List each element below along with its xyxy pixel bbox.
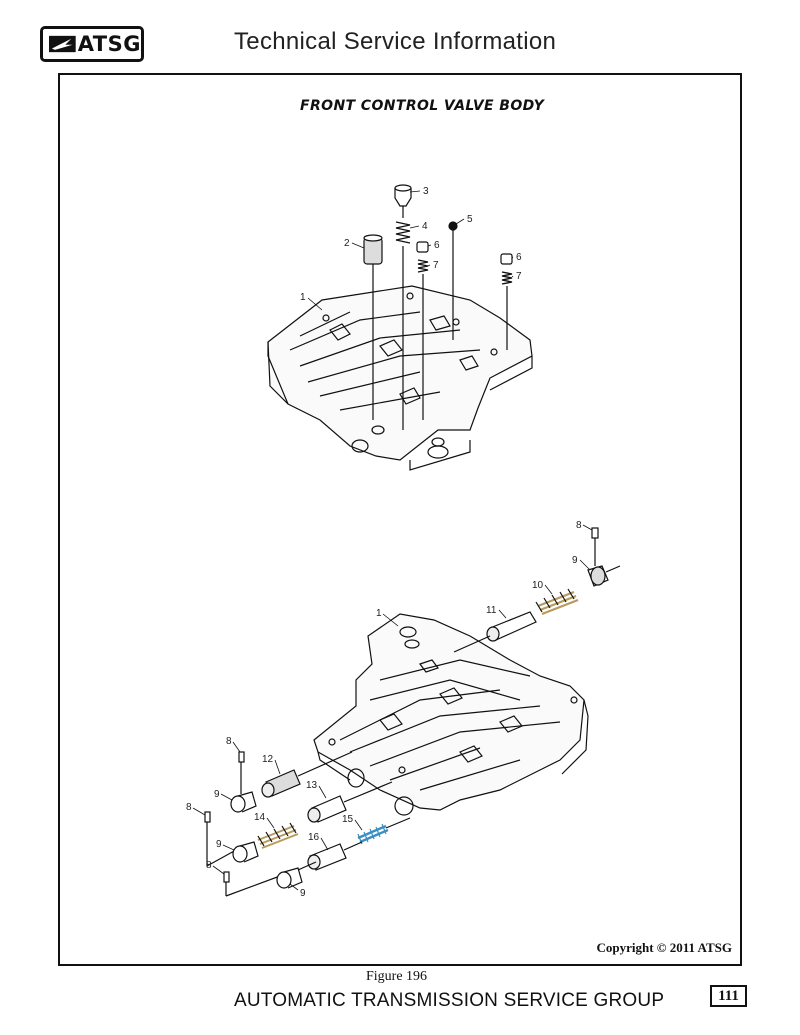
- copyright-notice: Copyright © 2011 ATSG: [596, 940, 732, 955]
- svg-text:1: 1: [300, 292, 306, 303]
- svg-text:11: 11: [486, 605, 497, 616]
- page-header-title: Technical Service Information: [234, 28, 557, 55]
- svg-text:8: 8: [576, 520, 582, 531]
- lower-callouts: 1 8 9 10 11 8 12 9 13 8 14 15 9 16 8 9: [186, 520, 582, 899]
- page-number: 111: [710, 985, 747, 1007]
- svg-text:4: 4: [422, 221, 428, 232]
- svg-text:6: 6: [516, 252, 522, 263]
- figure-title: FRONT CONTROL VALVE BODY: [300, 98, 545, 114]
- svg-text:5: 5: [467, 214, 473, 225]
- svg-text:2: 2: [344, 238, 350, 249]
- svg-text:10: 10: [532, 580, 544, 591]
- atsg-logo: ATSG: [40, 26, 144, 62]
- svg-text:7: 7: [516, 271, 522, 282]
- figure-caption: Figure 196: [366, 969, 428, 984]
- svg-text:8: 8: [206, 860, 212, 871]
- svg-text:1: 1: [376, 608, 382, 619]
- lower-parts-left: [204, 751, 411, 897]
- svg-text:7: 7: [433, 260, 439, 271]
- svg-text:9: 9: [572, 555, 578, 566]
- svg-text:6: 6: [434, 240, 440, 251]
- lower-parts-right: [453, 527, 621, 653]
- svg-text:12: 12: [262, 754, 274, 765]
- svg-text:9: 9: [214, 789, 220, 800]
- svg-text:16: 16: [308, 832, 320, 843]
- atsg-logo-icon: [49, 35, 76, 53]
- svg-text:15: 15: [342, 814, 354, 825]
- svg-text:8: 8: [186, 802, 192, 813]
- svg-text:14: 14: [254, 812, 266, 823]
- upper-callouts: 1 2 3 4 5 6 7 6 7: [300, 186, 522, 303]
- svg-text:9: 9: [300, 888, 306, 899]
- svg-text:13: 13: [306, 780, 318, 791]
- upper-parts: [363, 184, 513, 430]
- svg-text:3: 3: [423, 186, 429, 197]
- svg-text:8: 8: [226, 736, 232, 747]
- upper-valve-body: [267, 285, 533, 471]
- svg-text:9: 9: [216, 839, 222, 850]
- footer-org-name: AUTOMATIC TRANSMISSION SERVICE GROUP: [234, 990, 665, 1011]
- figure-frame: [58, 73, 742, 966]
- lower-valve-body: [313, 613, 589, 816]
- logo-text: ATSG: [77, 32, 141, 56]
